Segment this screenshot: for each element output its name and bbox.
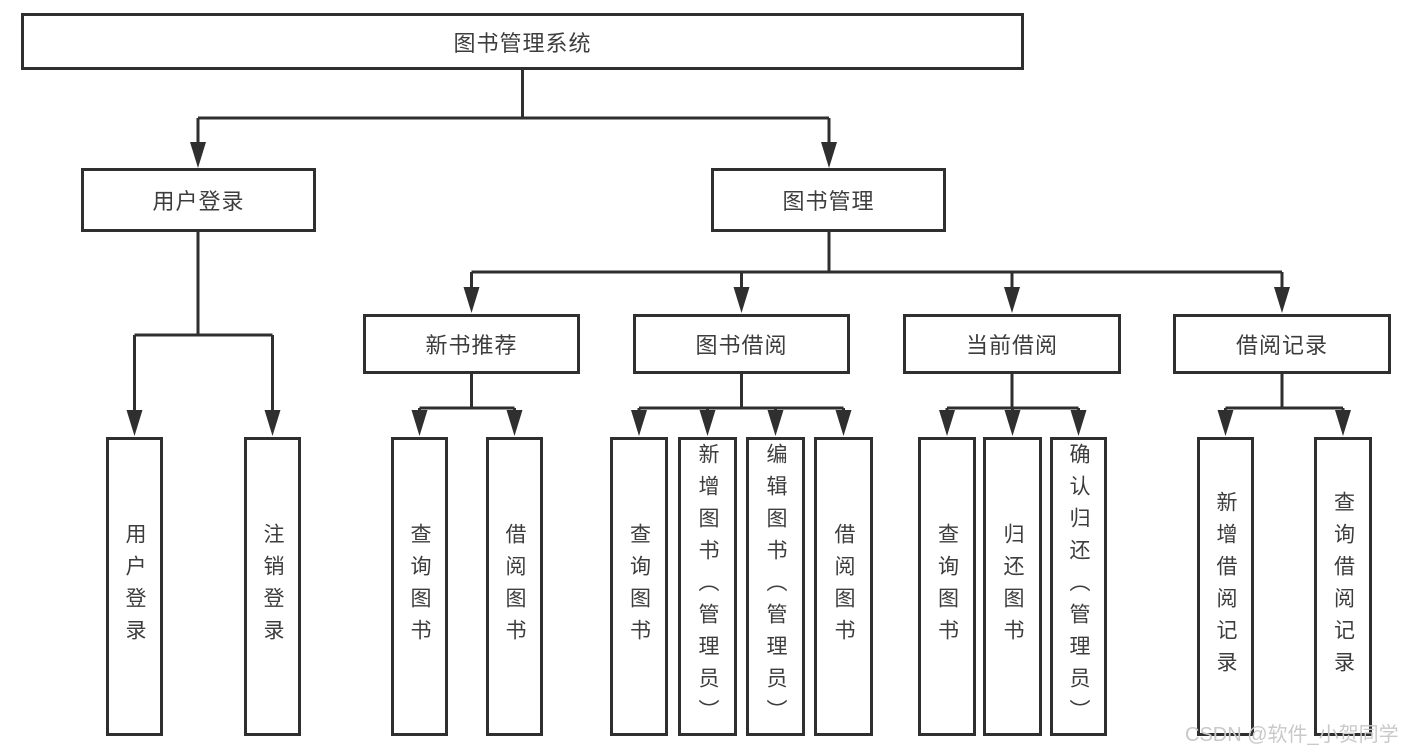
- node-borrow-records: 借阅记录: [1173, 314, 1391, 374]
- leaf-borrow-add-books-admin: 新增图书（管理员）: [678, 437, 737, 736]
- leaf-records-add-borrow-record: 新增借阅记录: [1197, 437, 1254, 736]
- connector-current-borrow-to-leaves: [939, 374, 1087, 436]
- node-user-login: 用户登录: [81, 168, 316, 232]
- node-new-book-recommend: 新书推荐: [363, 314, 580, 374]
- node-book-borrow: 图书借阅: [633, 314, 850, 374]
- connector-new-book-recommend-to-leaves: [411, 374, 523, 436]
- leaf-current-query-books: 查询图书: [918, 437, 976, 736]
- leaf-recommend-borrow-books: 借阅图书: [486, 437, 543, 736]
- leaf-user-login: 用户登录: [106, 437, 163, 736]
- connector-user-login-to-leaves: [126, 232, 281, 436]
- leaf-borrow-borrow-books: 借阅图书: [814, 437, 873, 736]
- leaf-current-return-books: 归还图书: [983, 437, 1042, 736]
- leaf-logout-login: 注销登录: [244, 437, 301, 736]
- connector-root-to-level2: [190, 69, 837, 168]
- node-book-management: 图书管理: [711, 168, 946, 232]
- connector-borrow-records-to-leaves: [1217, 374, 1351, 436]
- leaf-borrow-edit-books-admin: 编辑图书（管理员）: [746, 437, 805, 736]
- node-current-borrow: 当前借阅: [903, 314, 1121, 374]
- leaf-current-confirm-return-admin: 确认归还（管理员）: [1050, 437, 1107, 736]
- leaf-borrow-query-books: 查询图书: [610, 437, 668, 736]
- leaf-records-query-borrow-record: 查询借阅记录: [1314, 437, 1372, 736]
- connector-book-management-to-level3: [463, 232, 1290, 313]
- connector-book-borrow-to-leaves: [631, 374, 852, 436]
- watermark-csdn: CSDN @软件_小贺同学: [1185, 724, 1399, 746]
- node-library-system: 图书管理系统: [21, 13, 1024, 70]
- leaf-recommend-query-books: 查询图书: [391, 437, 448, 736]
